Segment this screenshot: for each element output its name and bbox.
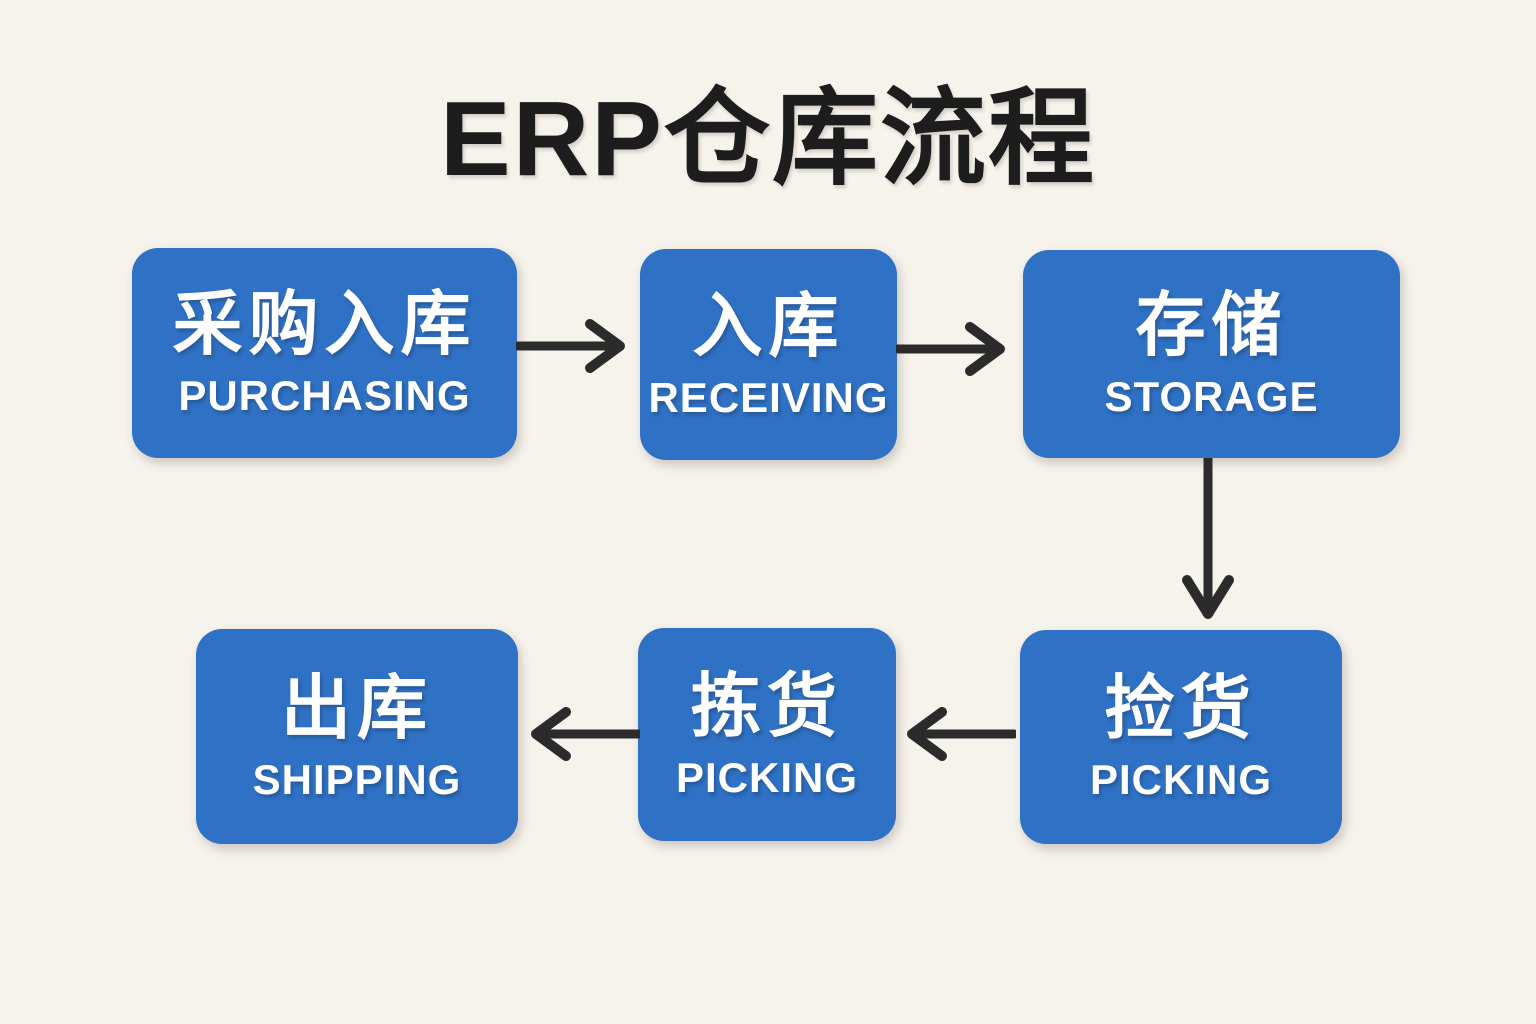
node-shipping-label-en: SHIPPING xyxy=(252,755,462,803)
flow-node-receiving: 入库 RECEIVING xyxy=(640,249,897,460)
flow-node-shipping: 出库 SHIPPING xyxy=(196,629,518,844)
node-picking-first-label-en: PICKING xyxy=(1089,756,1272,803)
page-title: ERP仓库流程 xyxy=(440,80,1096,198)
node-storage-label-en: STORAGE xyxy=(1104,373,1319,420)
flow-node-storage: 存储 STORAGE xyxy=(1023,250,1400,458)
node-storage-label-zh: 存储 xyxy=(1135,286,1288,364)
arrow-left-picking-to-picking-icon xyxy=(896,702,1016,766)
flow-node-picking-second: 拣货 PICKING xyxy=(638,628,896,841)
node-purchasing-label-zh: 采购入库 xyxy=(172,285,477,363)
flow-node-picking-first: 捡货 PICKING xyxy=(1020,630,1342,844)
node-picking-second-label-zh: 拣货 xyxy=(691,666,843,745)
flow-node-purchasing: 采购入库 PURCHASING xyxy=(132,248,517,458)
node-purchasing-label-en: PURCHASING xyxy=(178,372,471,419)
node-picking-first-label-zh: 捡货 xyxy=(1105,669,1257,747)
arrow-down-storage-to-picking-icon xyxy=(1180,458,1236,623)
arrow-left-picking-to-shipping-icon xyxy=(520,702,640,766)
node-picking-second-label-en: PICKING xyxy=(675,753,858,801)
node-shipping-label-zh: 出库 xyxy=(281,668,433,747)
arrow-right-receiving-to-storage-icon xyxy=(896,317,1016,381)
node-receiving-label-en: RECEIVING xyxy=(648,373,889,421)
node-receiving-label-zh: 入库 xyxy=(692,286,845,365)
arrow-right-purchasing-to-receiving-icon xyxy=(516,314,636,378)
